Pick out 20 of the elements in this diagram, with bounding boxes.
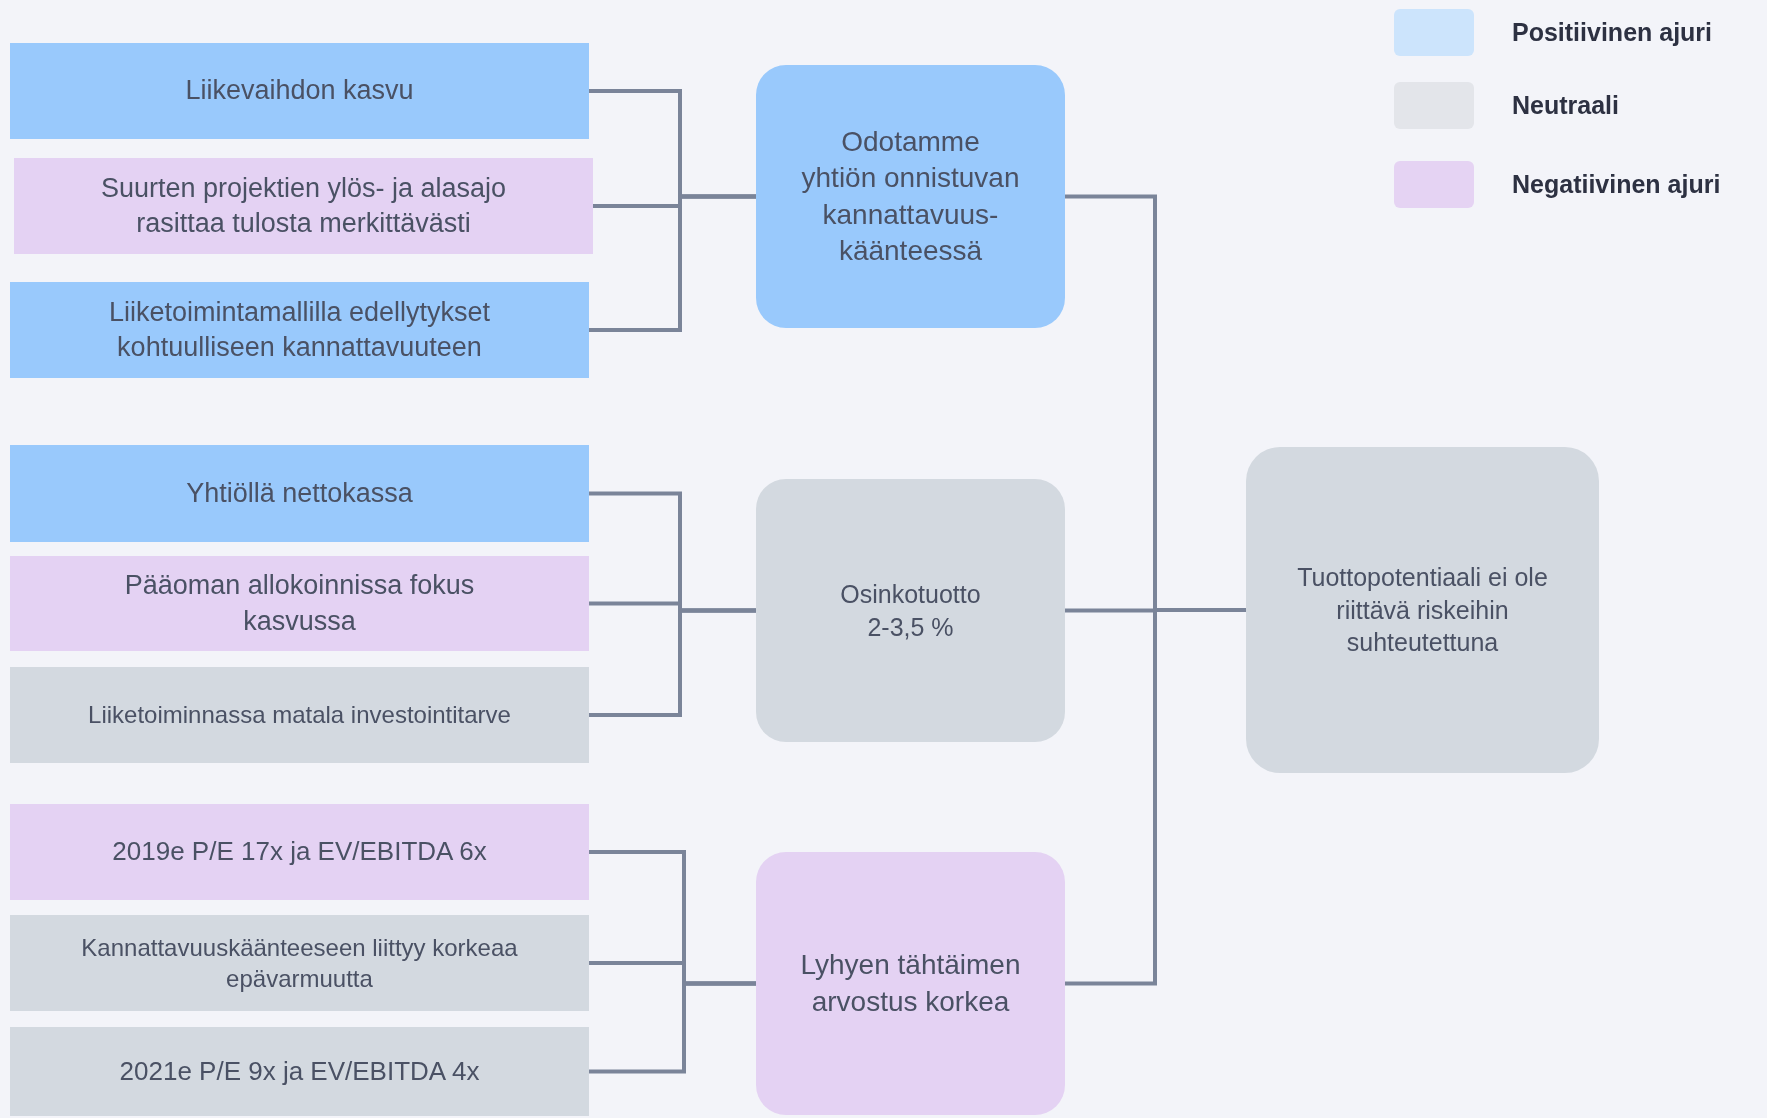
- driver-box: 2021e P/E 9x ja EV/EBITDA 4x: [10, 1027, 589, 1116]
- legend-label: Neutraali: [1512, 91, 1619, 120]
- connector-line: [589, 608, 756, 717]
- driver-box: Suurten projektien ylös- ja alasajo rasittaa tulosta merkittävästi: [14, 158, 593, 254]
- factor-box: Osinkotuotto 2-3,5 %: [756, 479, 1065, 742]
- factor-box: Lyhyen tähtäimen arvostus korkea: [756, 852, 1065, 1115]
- driver-box: Liikevaihdon kasvu: [10, 43, 589, 139]
- connector-line: [589, 194, 756, 332]
- legend-label: Positiivinen ajuri: [1512, 18, 1713, 47]
- driver-box: Liiketoimintamallilla edellytykset kohtuulliseen kannattavuuteen: [10, 282, 589, 378]
- driver-box: 2019e P/E 17x ja EV/EBITDA 6x: [10, 804, 589, 900]
- driver-box: Pääoman allokoinnissa fokus kasvussa: [10, 556, 589, 651]
- driver-box: Kannattavuuskäänteeseen liittyy korkeaa epävarmuutta: [10, 915, 589, 1011]
- legend-label: Negatiivinen ajuri: [1512, 170, 1721, 199]
- connector-line: [1065, 608, 1246, 986]
- conclusion-box: Tuottopotentiaali ei ole riittävä riskeihin suhteutettuna: [1246, 447, 1599, 773]
- driver-box: Yhtiöllä nettokassa: [10, 445, 589, 542]
- driver-box: Liiketoiminnassa matala investointitarve: [10, 667, 589, 763]
- factor-box: Odotamme yhtiön onnistuvan kannattavuus-käänteessä: [756, 65, 1065, 328]
- connector-line: [589, 981, 756, 1074]
